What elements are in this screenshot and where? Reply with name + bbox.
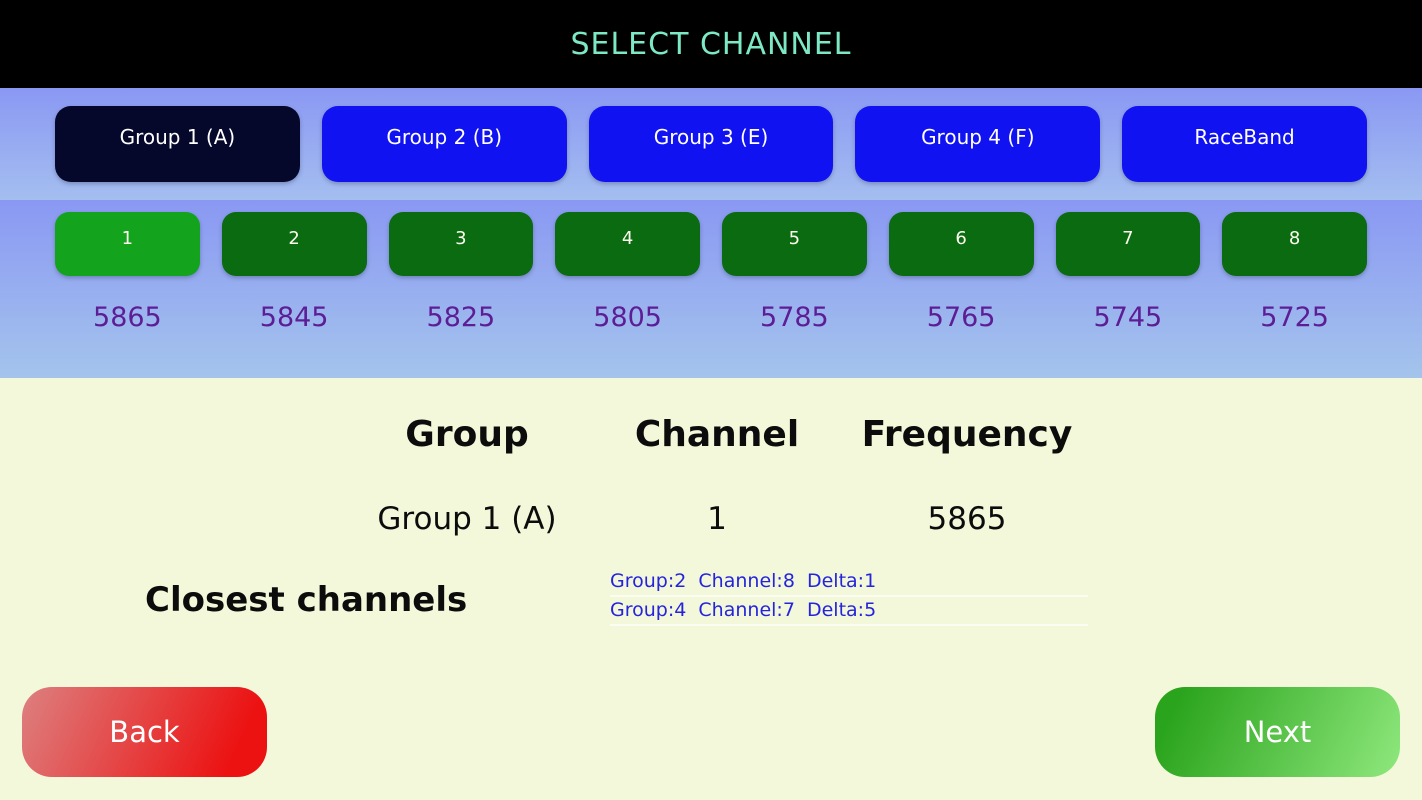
channel-column-3: 3 5825	[388, 212, 534, 378]
header: SELECT CHANNEL	[0, 0, 1422, 88]
channel-column-4: 4 5805	[555, 212, 700, 378]
channel-button-1[interactable]: 1	[55, 212, 200, 276]
channel-column-7: 7 5745	[1055, 212, 1201, 378]
channel-button-5[interactable]: 5	[722, 212, 867, 276]
frequency-label-7: 5745	[1093, 302, 1163, 333]
summary-value-channel: 1	[707, 501, 727, 537]
channel-selector: 1 5865 2 5845 3 5825 4 5805 5 5785 6 576…	[0, 200, 1422, 378]
frequency-label-6: 5765	[926, 302, 996, 333]
channel-column-8: 8 5725	[1222, 212, 1367, 378]
summary-value-row: Group 1 (A) 1 5865	[337, 501, 1097, 537]
summary-header-channel: Channel	[634, 414, 800, 455]
summary-header-group: Group	[405, 414, 529, 455]
group-selector: Group 1 (A) Group 2 (B) Group 3 (E) Grou…	[0, 88, 1422, 200]
closest-channels-label: Closest channels	[145, 580, 468, 620]
next-button[interactable]: Next	[1155, 687, 1400, 777]
group-button-4f[interactable]: Group 4 (F)	[855, 106, 1101, 182]
channel-column-6: 6 5765	[888, 212, 1034, 378]
group-button-1a[interactable]: Group 1 (A)	[55, 106, 300, 182]
group-button-3e[interactable]: Group 3 (E)	[588, 106, 834, 182]
group-button-raceband[interactable]: RaceBand	[1122, 106, 1367, 182]
frequency-label-1: 5865	[93, 302, 162, 333]
group-button-2b[interactable]: Group 2 (B)	[321, 106, 567, 182]
frequency-label-4: 5805	[593, 302, 662, 333]
selection-summary-table: Group Channel Frequency Group 1 (A) 1 58…	[6, 414, 1422, 537]
channel-button-7[interactable]: 7	[1055, 212, 1201, 276]
frequency-label-5: 5785	[760, 302, 829, 333]
summary-header-frequency: Frequency	[861, 414, 1073, 455]
frequency-label-8: 5725	[1260, 302, 1329, 333]
closest-channels-list: Group:2 Channel:8 Delta:1 Group:4 Channe…	[610, 568, 1088, 626]
closest-channel-row-1: Group:2 Channel:8 Delta:1	[610, 568, 1088, 597]
channel-button-4[interactable]: 4	[555, 212, 700, 276]
channel-button-6[interactable]: 6	[888, 212, 1034, 276]
selection-summary-panel: Group Channel Frequency Group 1 (A) 1 58…	[0, 378, 1422, 800]
channel-column-2: 2 5845	[221, 212, 367, 378]
closest-channel-row-2: Group:4 Channel:7 Delta:5	[610, 597, 1088, 626]
summary-value-frequency: 5865	[927, 501, 1007, 537]
page-title: SELECT CHANNEL	[570, 26, 852, 62]
summary-header-row: Group Channel Frequency	[337, 414, 1097, 455]
summary-value-group: Group 1 (A)	[377, 501, 557, 537]
frequency-label-2: 5845	[259, 302, 329, 333]
closest-channels-section: Closest channels Group:2 Channel:8 Delta…	[0, 568, 1422, 632]
channel-button-8[interactable]: 8	[1222, 212, 1367, 276]
channel-column-1: 1 5865	[55, 212, 200, 378]
back-button[interactable]: Back	[22, 687, 267, 777]
channel-button-3[interactable]: 3	[388, 212, 534, 276]
channel-button-2[interactable]: 2	[221, 212, 367, 276]
channel-column-5: 5 5785	[722, 212, 867, 378]
frequency-label-3: 5825	[426, 302, 496, 333]
